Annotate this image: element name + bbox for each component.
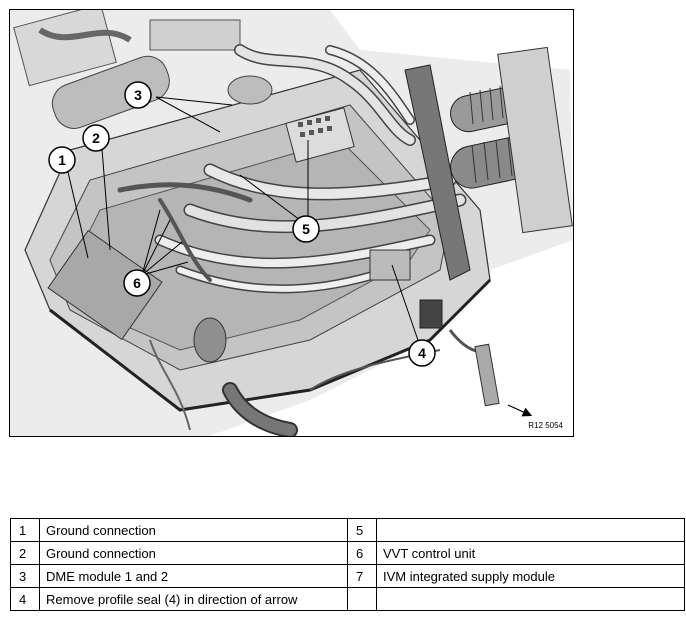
callout-6: 6: [123, 269, 151, 297]
legend-left-number: 2: [10, 541, 40, 565]
svg-text:4: 4: [418, 345, 426, 361]
legend-right-number: 7: [347, 564, 377, 588]
callout-1: 1: [48, 146, 76, 174]
leader-lines: [67, 96, 421, 347]
legend-left-text: DME module 1 and 2: [39, 564, 348, 588]
legend-right-number: 6: [347, 541, 377, 565]
svg-text:6: 6: [133, 275, 141, 291]
figure-reference: R12 5054: [528, 421, 563, 430]
legend-left-number: 3: [10, 564, 40, 588]
lower-hose-inner: [224, 384, 296, 436]
legend-right-text: VVT control unit: [376, 541, 685, 565]
svg-text:2: 2: [92, 130, 100, 146]
legend-right-number: [347, 587, 377, 611]
corrugated-tubes: [450, 46, 573, 234]
callout-2: 2: [82, 124, 110, 152]
connector-block: [285, 107, 355, 163]
callout-4: 4: [408, 339, 436, 367]
legend-right-number: 5: [347, 518, 377, 542]
legend-left-number: 1: [10, 518, 40, 542]
technical-illustration: 1 2 3 4 5 6 R12 5054: [9, 9, 574, 437]
svg-text:3: 3: [134, 87, 142, 103]
direction-arrow: [507, 404, 533, 417]
callout-3: 3: [124, 81, 152, 109]
legend-left-text: Ground connection: [39, 518, 348, 542]
legend-left-text: Remove profile seal (4) in direction of …: [39, 587, 348, 611]
legend-left-text: Ground connection: [39, 541, 348, 565]
callout-5: 5: [292, 215, 320, 243]
upper-left-assembly: [13, 10, 241, 129]
round-component: [193, 317, 227, 363]
svg-text:1: 1: [58, 152, 66, 168]
engine-bay-drawing: 1 2 3 4 5 6 R12 5054: [10, 10, 573, 436]
legend-right-text: IVM integrated supply module: [376, 564, 685, 588]
legend-left-number: 4: [10, 587, 40, 611]
round-component: [227, 75, 273, 105]
profile-seal-area: [369, 64, 500, 407]
svg-text:5: 5: [302, 221, 310, 237]
legend-right-text: [376, 587, 685, 611]
legend-right-text: [376, 518, 685, 542]
